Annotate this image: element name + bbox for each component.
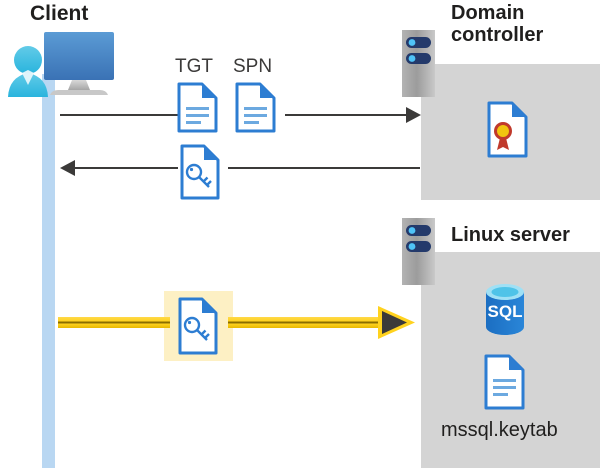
client-lifeline — [42, 74, 55, 468]
domain-controller-panel — [421, 64, 600, 200]
linux-server-title: Linux server — [451, 224, 570, 246]
arrow-client-to-dc — [60, 107, 421, 123]
arrow-client-to-linux-server — [58, 306, 415, 339]
client-title: Client — [30, 2, 89, 25]
arrowhead-right-icon — [382, 311, 407, 334]
domain-controller-title: Domain controller — [451, 2, 596, 47]
service-ticket-key-document-icon — [180, 144, 220, 200]
arrowhead-right-icon — [406, 107, 421, 123]
user-computer-icon — [8, 32, 114, 97]
spn-document-icon — [235, 82, 276, 133]
domain-controller-title-line2: controller — [451, 24, 544, 47]
spn-label: SPN — [233, 56, 273, 77]
service-ticket-highlight — [164, 291, 233, 361]
mssql-keytab-label: mssql.keytab — [441, 419, 558, 441]
domain-controller-title-line1: Domain — [451, 2, 525, 24]
tgt-label: TGT — [175, 56, 213, 77]
arrow-dc-to-client — [60, 160, 420, 176]
arrowhead-left-icon — [60, 160, 75, 176]
tgt-document-icon — [177, 82, 218, 133]
